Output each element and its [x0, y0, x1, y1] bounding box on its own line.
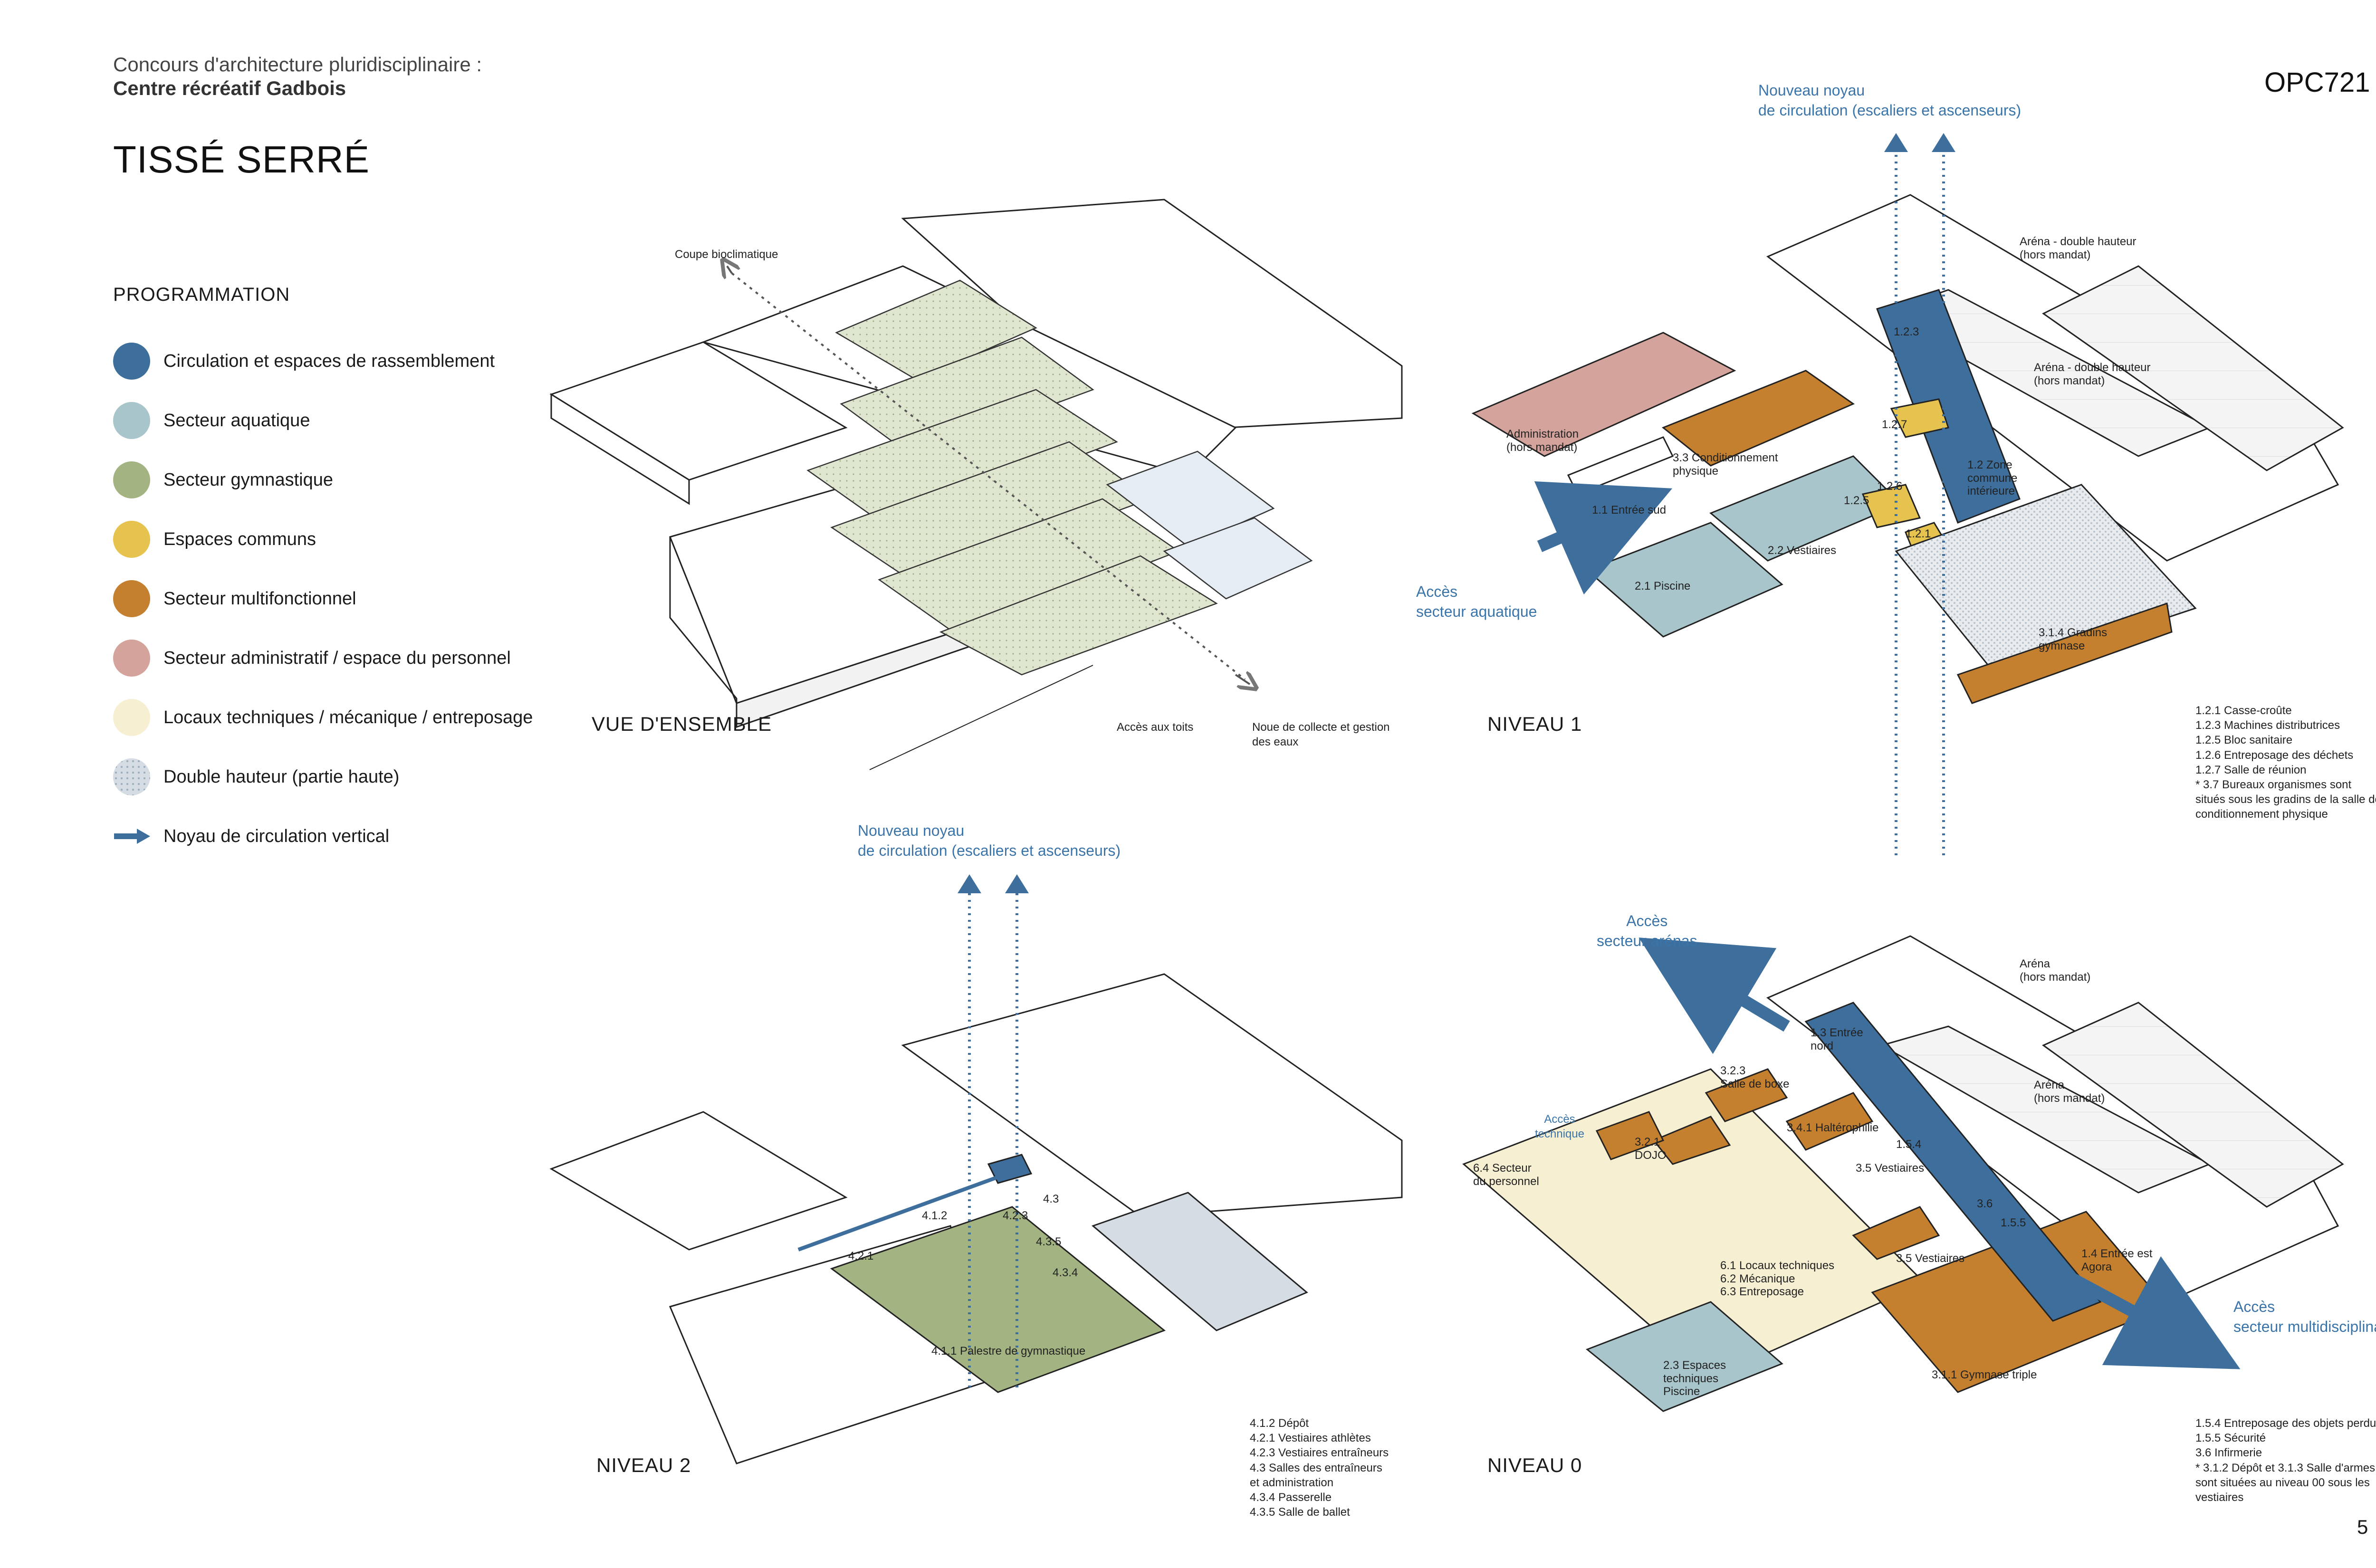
room-label: 1.2.5	[1844, 494, 1869, 507]
room-label: 3.3 Conditionnement physique	[1673, 451, 1778, 478]
room-label: 6.4 Secteur du personnel	[1473, 1162, 1539, 1188]
room-label: 2.2 Vestiaires	[1768, 544, 1837, 557]
legend-label: Secteur aquatique	[163, 410, 310, 430]
project-code: OPC721	[2264, 67, 2370, 98]
room-label: 1.2.1	[1906, 527, 1931, 540]
level0-access-tech: Accès technique	[1535, 1113, 1585, 1141]
competition-line: Concours d'architecture pluridisciplinai…	[113, 53, 482, 76]
room-label: 1.2 Zone commune intérieure	[1967, 459, 2018, 498]
level1-core-note: Nouveau noyau de circulation (escaliers …	[1758, 82, 2022, 119]
level0-access-multi: Accès secteur multidisciplinaire	[2233, 1298, 2376, 1335]
level1-notes: 1.2.1 Casse-croûte 1.2.3 Machines distri…	[2195, 704, 2376, 821]
room-label: 4.2.3	[1003, 1209, 1028, 1222]
legend-label: Locaux techniques / mécanique / entrepos…	[163, 707, 533, 727]
page-title: TISSÉ SERRÉ	[113, 138, 370, 181]
annotation-coupe: Coupe bioclimatique	[675, 248, 778, 261]
legend-item: Secteur administratif / espace du person…	[113, 639, 511, 677]
room-label: 3.4.1 Haltérophilie	[1787, 1121, 1879, 1134]
legend-item: Secteur aquatique	[113, 402, 310, 440]
level2-label: NIVEAU 2	[596, 1454, 691, 1476]
legend-item: Secteur gymnastique	[113, 461, 333, 499]
legend-label: Circulation et espaces de rassemblement	[163, 351, 495, 371]
legend-swatch-icon	[113, 699, 150, 736]
level2-notes: 4.1.2 Dépôt 4.2.1 Vestiaires athlètes 4.…	[1250, 1417, 1389, 1519]
overview-label: VUE D'ENSEMBLE	[592, 713, 772, 735]
legend-title: PROGRAMMATION	[113, 284, 290, 305]
annotation-noue: Noue de collecte et gestion des eaux	[1252, 721, 1390, 749]
legend-swatch-icon	[113, 521, 150, 558]
room-label: Aréna (hors mandat)	[2020, 957, 2091, 984]
room-label: 1.2.6	[1877, 480, 1903, 493]
legend-label: Secteur administratif / espace du person…	[163, 648, 511, 668]
level2-drawing	[549, 874, 1403, 1464]
level2-core-note: Nouveau noyau de circulation (escaliers …	[858, 822, 1121, 859]
room-label: Aréna (hors mandat)	[2034, 1079, 2105, 1105]
room-label: 6.1 Locaux techniques 6.2 Mécanique 6.3 …	[1720, 1259, 1835, 1299]
room-label: 2.1 Piscine	[1635, 580, 1691, 593]
room-label: 1.2.3	[1894, 325, 1919, 338]
room-label: 3.2.1 DOJO	[1635, 1136, 1667, 1162]
legend-label: Espaces communs	[163, 529, 316, 549]
legend-swatch-icon	[113, 402, 150, 439]
room-label: 1.3 Entrée nord	[1811, 1026, 1863, 1052]
room-label: Aréna - double hauteur (hors mandat)	[2020, 235, 2136, 261]
level0-label: NIVEAU 0	[1487, 1454, 1582, 1476]
level0-drawing	[1462, 935, 2344, 1412]
room-label: 3.5 Vestiaires	[1896, 1252, 1965, 1265]
legend-swatch-icon	[113, 758, 150, 795]
legend-item: Espaces communs	[113, 520, 316, 558]
level0-notes: 1.5.4 Entreposage des objets perdus 1.5.…	[2195, 1417, 2376, 1504]
legend-item: Noyau de circulation vertical	[113, 817, 389, 855]
room-label: 4.3.5	[1036, 1235, 1062, 1248]
room-label: Aréna - double hauteur (hors mandat)	[2034, 361, 2151, 387]
room-label: 1.1 Entrée sud	[1592, 504, 1667, 516]
legend-arrow-icon	[114, 829, 150, 844]
room-label: 4.3.4	[1053, 1266, 1078, 1279]
legend-swatch-icon	[113, 580, 150, 617]
room-label: Administration (hors mandat)	[1506, 428, 1579, 454]
legend-label: Double hauteur (partie haute)	[163, 766, 400, 787]
room-label: 3.2.3 Salle de boxe	[1720, 1064, 1790, 1090]
room-label: 3.1.1 Gymnase triple	[1932, 1368, 2037, 1381]
room-label: 1.5.4	[1896, 1138, 1922, 1151]
project-name: Centre récréatif Gadbois	[113, 77, 346, 99]
room-label: 4.3	[1043, 1193, 1059, 1205]
room-label: 1.5.5	[2001, 1216, 2026, 1229]
level1-label: NIVEAU 1	[1487, 713, 1582, 735]
room-label: 3.1.4 Gradins gymnase	[2039, 626, 2108, 652]
legend-label: Secteur gymnastique	[163, 469, 333, 490]
room-label: 3.5 Vestiaires	[1856, 1162, 1925, 1175]
level0-access-arenas: Accès secteur arénas	[1597, 912, 1697, 949]
legend-label: Noyau de circulation vertical	[163, 826, 390, 846]
room-label: 2.3 Espaces techniques Piscine	[1663, 1359, 1726, 1398]
room-label: 1.2.7	[1882, 418, 1907, 431]
legend-swatch-icon	[113, 640, 150, 677]
level1-drawing	[1471, 133, 2344, 855]
room-label: 4.1.2	[922, 1209, 948, 1222]
legend-label: Secteur multifonctionnel	[163, 588, 356, 609]
legend-swatch-icon	[113, 461, 150, 498]
legend-item: Double hauteur (partie haute)	[113, 758, 399, 796]
legend-swatch-icon	[113, 343, 150, 380]
room-label: 3.6	[1977, 1197, 1993, 1210]
legend-item: Secteur multifonctionnel	[113, 580, 356, 618]
legend-item: Circulation et espaces de rassemblement	[113, 342, 495, 380]
room-label: 1.4 Entrée est Agora	[2081, 1247, 2153, 1273]
room-label: 4.2.1	[848, 1250, 874, 1262]
room-label: 4.1.1 Palestre de gymnastique	[931, 1345, 1086, 1358]
overview-drawing	[549, 199, 1403, 770]
page-number: 5	[2357, 1516, 2368, 1538]
legend-item: Locaux techniques / mécanique / entrepos…	[113, 698, 533, 736]
level1-access-note: Accès secteur aquatique	[1416, 583, 1537, 620]
annotation-acces-toits: Accès aux toits	[1117, 721, 1194, 734]
